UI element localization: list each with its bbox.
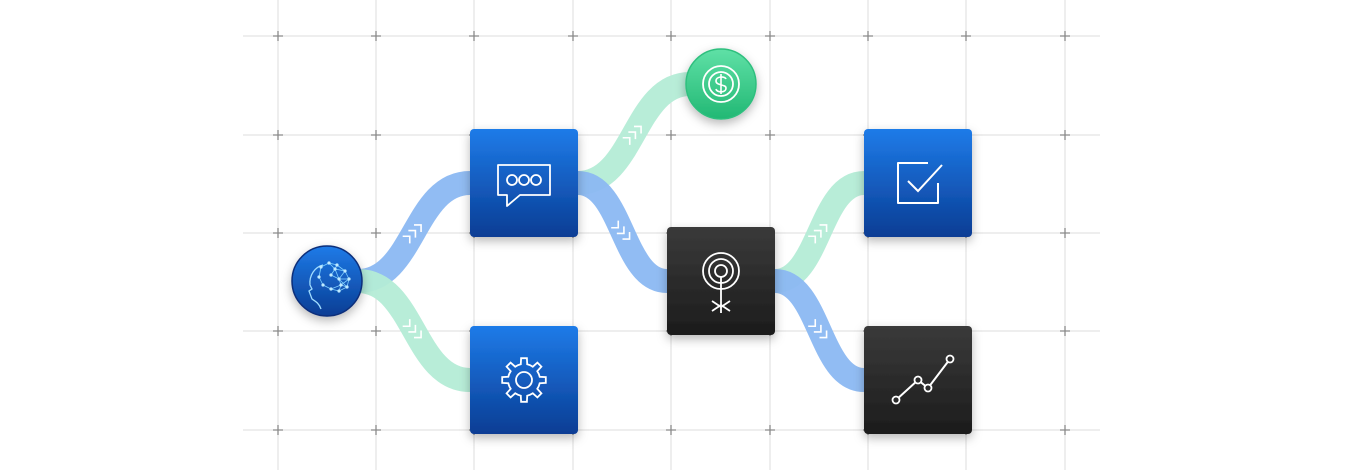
flow-direction-chevrons-icon: [402, 319, 422, 339]
grid-cross-marker: [765, 130, 775, 140]
dollar-coin-icon: [702, 65, 740, 103]
edge-chat-to-dollar: [576, 72, 692, 195]
grid-cross-marker: [1060, 425, 1070, 435]
flow-direction-chevrons-icon: [622, 125, 642, 145]
grid-cross-marker: [273, 326, 283, 336]
flow-connections: [356, 72, 866, 392]
ai-brain-head-icon: [308, 261, 351, 310]
grid-cross-marker: [765, 425, 775, 435]
node-brain[interactable]: [291, 245, 363, 317]
flow-direction-chevrons-icon: [808, 319, 828, 339]
grid-cross-marker: [273, 31, 283, 41]
edge-brain-to-gear: [356, 269, 472, 392]
chat-bubble-icon: [497, 164, 551, 207]
grid-cross-marker: [1060, 31, 1070, 41]
grid-cross-marker: [666, 31, 676, 41]
flow-direction-chevrons-icon: [808, 224, 828, 244]
checkbox-check-icon: [897, 162, 943, 204]
grid-cross-marker: [1060, 326, 1070, 336]
grid-cross-marker: [371, 228, 381, 238]
grid-cross-marker: [666, 130, 676, 140]
edge-target-to-check: [773, 171, 866, 293]
grid-cross-marker: [273, 425, 283, 435]
grid-cross-marker: [371, 425, 381, 435]
node-chat[interactable]: [470, 129, 578, 237]
grid-cross-marker: [1060, 130, 1070, 140]
grid-cross-marker: [273, 228, 283, 238]
edge-target-to-chart: [773, 269, 866, 392]
grid-cross-marker: [469, 31, 479, 41]
flow-nodes: [291, 48, 972, 434]
grid-cross-marker: [273, 130, 283, 140]
edge-chat-to-target: [576, 171, 669, 293]
grid-cross-marker: [765, 31, 775, 41]
grid-cross-marker: [863, 31, 873, 41]
line-chart-icon: [891, 354, 955, 405]
gear-icon: [501, 357, 547, 403]
grid-cross-marker: [1060, 228, 1070, 238]
flow-direction-chevrons-icon: [611, 220, 631, 240]
grid-cross-marker: [371, 130, 381, 140]
grid-cross-marker: [961, 31, 971, 41]
grid-cross-marker: [666, 425, 676, 435]
grid-cross-marker: [371, 326, 381, 336]
edge-brain-to-chat: [356, 171, 472, 293]
node-check[interactable]: [864, 129, 972, 237]
grid-cross-marker: [371, 31, 381, 41]
flow-direction-chevrons-icon: [402, 224, 422, 244]
grid-cross-marker: [568, 31, 578, 41]
node-gear[interactable]: [470, 326, 578, 434]
target-antenna-icon: [702, 252, 740, 313]
